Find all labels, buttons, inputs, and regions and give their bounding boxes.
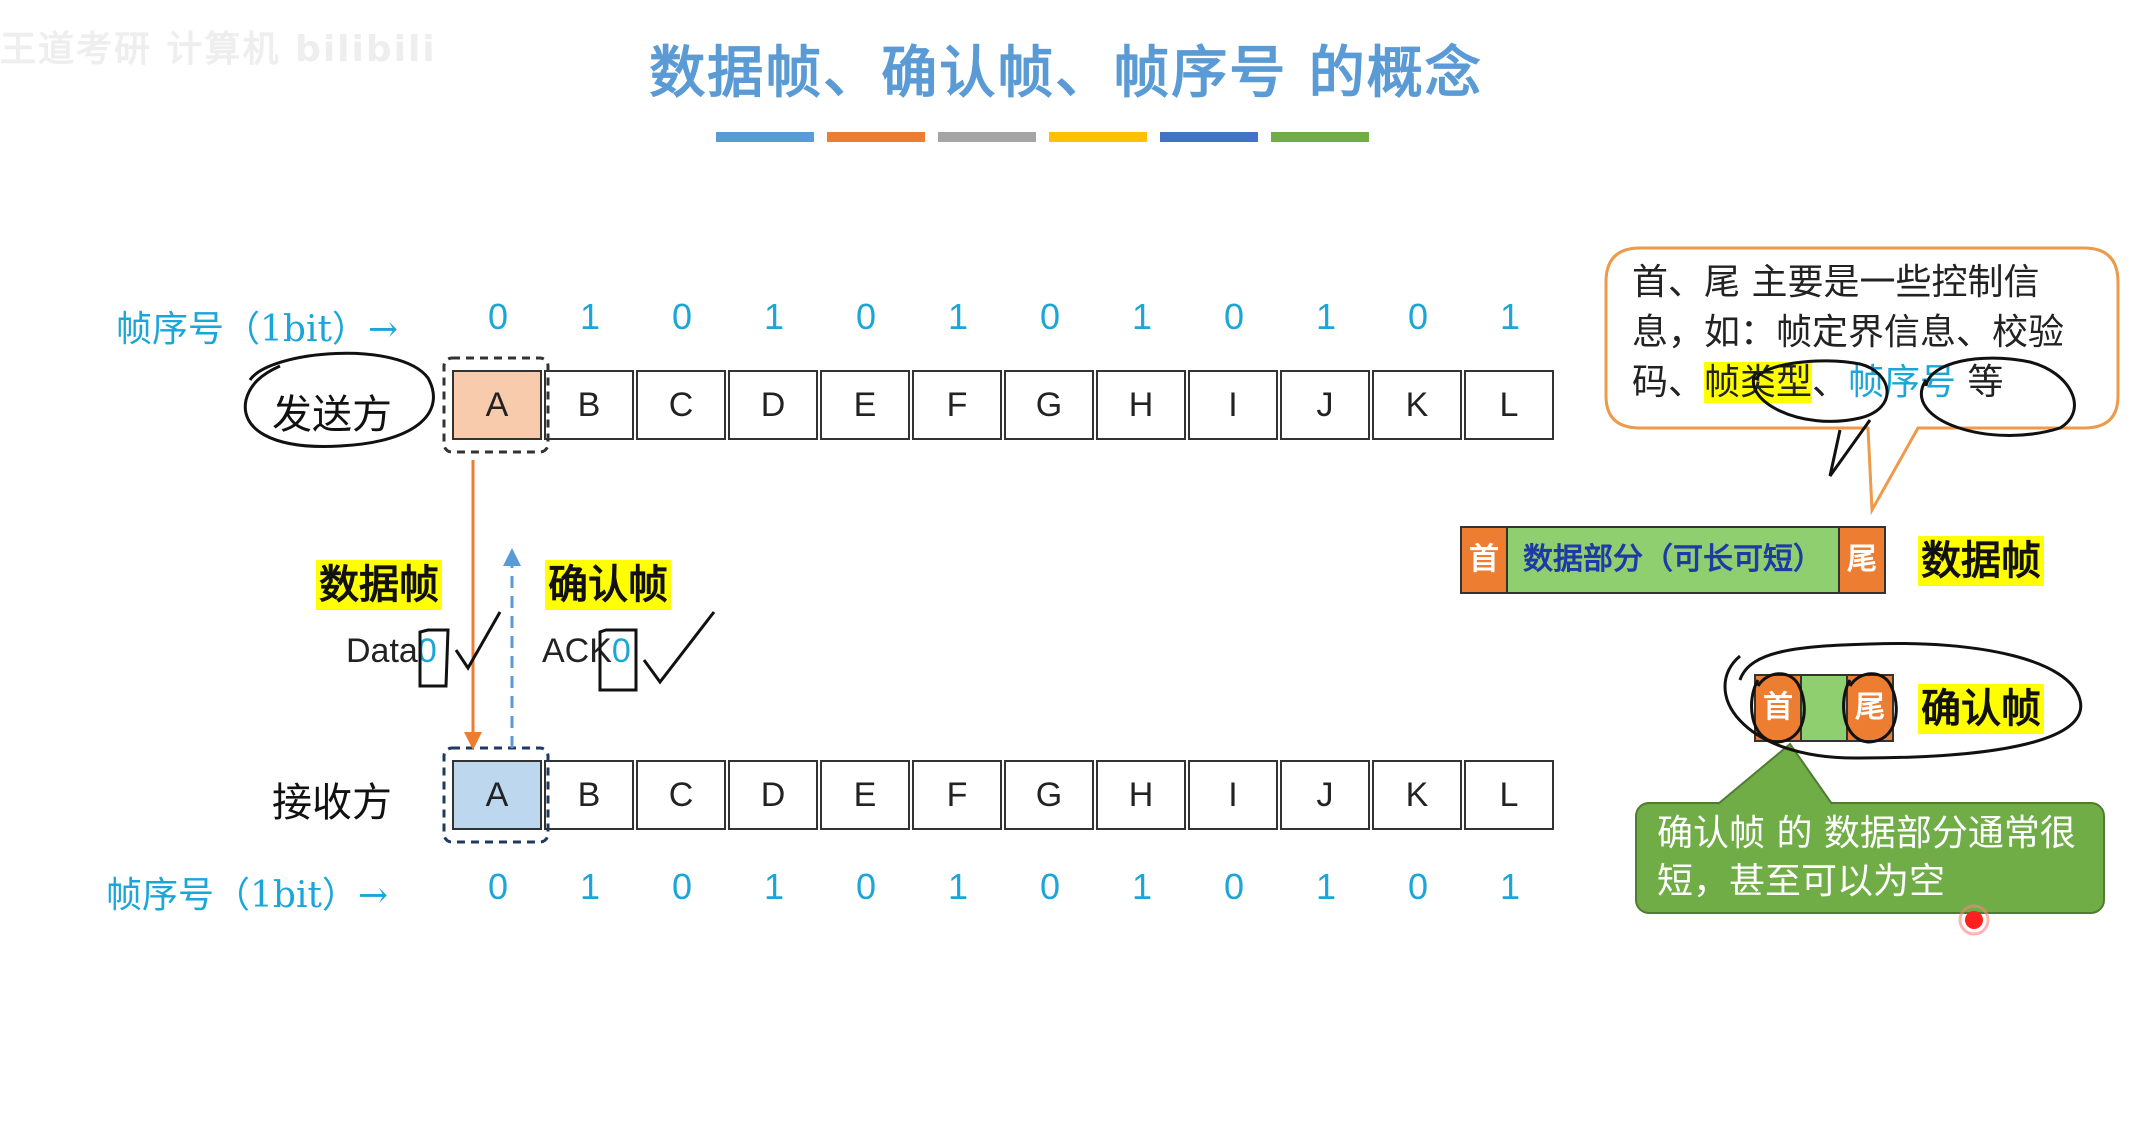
frame-cell-h: H <box>1096 370 1186 440</box>
frame-cell-e: E <box>820 760 910 830</box>
frame-cell-f: F <box>912 370 1002 440</box>
frame-cell-k: K <box>1372 370 1462 440</box>
data-frame-body: 数据部分（可长可短） <box>1506 526 1840 594</box>
seq-number: 0 <box>1223 866 1245 907</box>
seq-number: 1 <box>947 866 969 907</box>
seq-number: 0 <box>671 866 693 907</box>
callout-part1: 首、尾 主要是一些控制信息，如：帧定界信息、校验码、 <box>1632 262 2065 403</box>
frame-cell-h: H <box>1096 760 1186 830</box>
frame-cell-d: D <box>728 370 818 440</box>
frame-type-squiggle <box>1828 419 1872 477</box>
seq-number: 0 <box>1039 296 1061 337</box>
seq-number: 0 <box>1407 296 1429 337</box>
frame-cell-k: K <box>1372 760 1462 830</box>
data-frame-label: 数据帧 <box>316 560 442 610</box>
frame-seq-circle <box>1919 356 2076 437</box>
title-color-bar <box>1271 132 1369 142</box>
seq-number: 1 <box>1499 866 1521 907</box>
seq-number: 1 <box>947 296 969 337</box>
ack-head-circle <box>1750 672 1806 744</box>
title-color-bar <box>716 132 814 142</box>
seq-number: 1 <box>763 866 785 907</box>
frame-cell-g: G <box>1004 760 1094 830</box>
seq-number: 1 <box>1131 866 1153 907</box>
frame-cell-j: J <box>1280 370 1370 440</box>
frame-cell-g: G <box>1004 370 1094 440</box>
frame-cell-j: J <box>1280 760 1370 830</box>
frame-cell-c: C <box>636 760 726 830</box>
seq-number: 1 <box>579 296 601 337</box>
seq-number: 0 <box>487 296 509 337</box>
ack-frame-tail: 尾 <box>1846 674 1894 742</box>
green-note-pointer <box>1717 742 1833 805</box>
seq-number: 1 <box>1131 296 1153 337</box>
data-check-bracket <box>418 628 450 688</box>
title-color-bar <box>827 132 925 142</box>
sender-hand-circle <box>243 351 435 448</box>
frame-cell-a: A <box>452 370 542 440</box>
ack-frame-struct-label: 确认帧 <box>1918 684 2044 734</box>
seq-number: 1 <box>1499 296 1521 337</box>
callout-bubble <box>1604 246 2120 516</box>
seq-number: 0 <box>1223 296 1245 337</box>
callout-text: 首、尾 主要是一些控制信息，如：帧定界信息、校验码、帧类型、帧序号 等 <box>1632 258 2102 408</box>
sender-seq-label: 帧序号（1bit）→ <box>116 309 399 350</box>
frame-cell-i: I <box>1188 760 1278 830</box>
ack-checkmark <box>642 611 716 685</box>
title-color-bar <box>1049 132 1147 142</box>
frame-cell-l: L <box>1464 760 1554 830</box>
ack-arrow-head <box>503 548 521 566</box>
frame-cell-b: B <box>544 760 634 830</box>
frame-cell-l: L <box>1464 370 1554 440</box>
frame-cell-f: F <box>912 760 1002 830</box>
page-title: 数据帧、确认帧、帧序号 的概念 <box>649 40 1483 106</box>
seq-number: 0 <box>1407 866 1429 907</box>
seq-number: 0 <box>1039 866 1061 907</box>
frame-cell-b: B <box>544 370 634 440</box>
sender-label: 发送方 <box>272 392 392 438</box>
callout-end: 等 <box>1956 362 2004 403</box>
laser-pointer-glow <box>1958 904 1990 936</box>
seq-number: 1 <box>1315 866 1337 907</box>
seq-number: 1 <box>1315 296 1337 337</box>
frame-type-circle <box>1752 359 1889 423</box>
receiver-seq-label: 帧序号（1bit）→ <box>106 875 389 916</box>
data-frame-text: Data0 <box>346 632 437 671</box>
frame-cell-a: A <box>452 760 542 830</box>
ack-check-bracket <box>598 628 638 692</box>
seq-number: 0 <box>487 866 509 907</box>
frame-cell-c: C <box>636 370 726 440</box>
data-frame-struct-label: 数据帧 <box>1918 536 2044 586</box>
ack-frame-label: 确认帧 <box>545 560 671 610</box>
data-checkmark <box>454 611 502 671</box>
data-prefix: Data <box>346 632 418 670</box>
watermark: 王道考研 计算机 bilibili <box>0 29 437 70</box>
data-seq-num: 0 <box>417 632 437 670</box>
frame-cell-d: D <box>728 760 818 830</box>
ack-tail-circle <box>1842 672 1898 744</box>
laser-pointer-dot <box>1965 911 1983 929</box>
frame-cell-e: E <box>820 370 910 440</box>
frame-cell-i: I <box>1188 370 1278 440</box>
green-note: 确认帧 的 数据部分通常很短，甚至可以为空 <box>1635 802 2105 914</box>
callout-sep: 、 <box>1812 362 1849 403</box>
ack-seq-num: 0 <box>611 632 631 670</box>
sender-highlight-box <box>442 356 550 454</box>
seq-number: 0 <box>671 296 693 337</box>
title-color-bar <box>1160 132 1258 142</box>
title-color-bar <box>938 132 1036 142</box>
seq-number: 1 <box>579 866 601 907</box>
seq-number: 0 <box>855 296 877 337</box>
receiver-highlight-box <box>442 746 550 844</box>
data-frame-tail: 尾 <box>1838 526 1886 594</box>
seq-number: 0 <box>855 866 877 907</box>
seq-number: 1 <box>763 296 785 337</box>
data-arrow-head <box>464 732 482 750</box>
receiver-label: 接收方 <box>272 780 392 826</box>
